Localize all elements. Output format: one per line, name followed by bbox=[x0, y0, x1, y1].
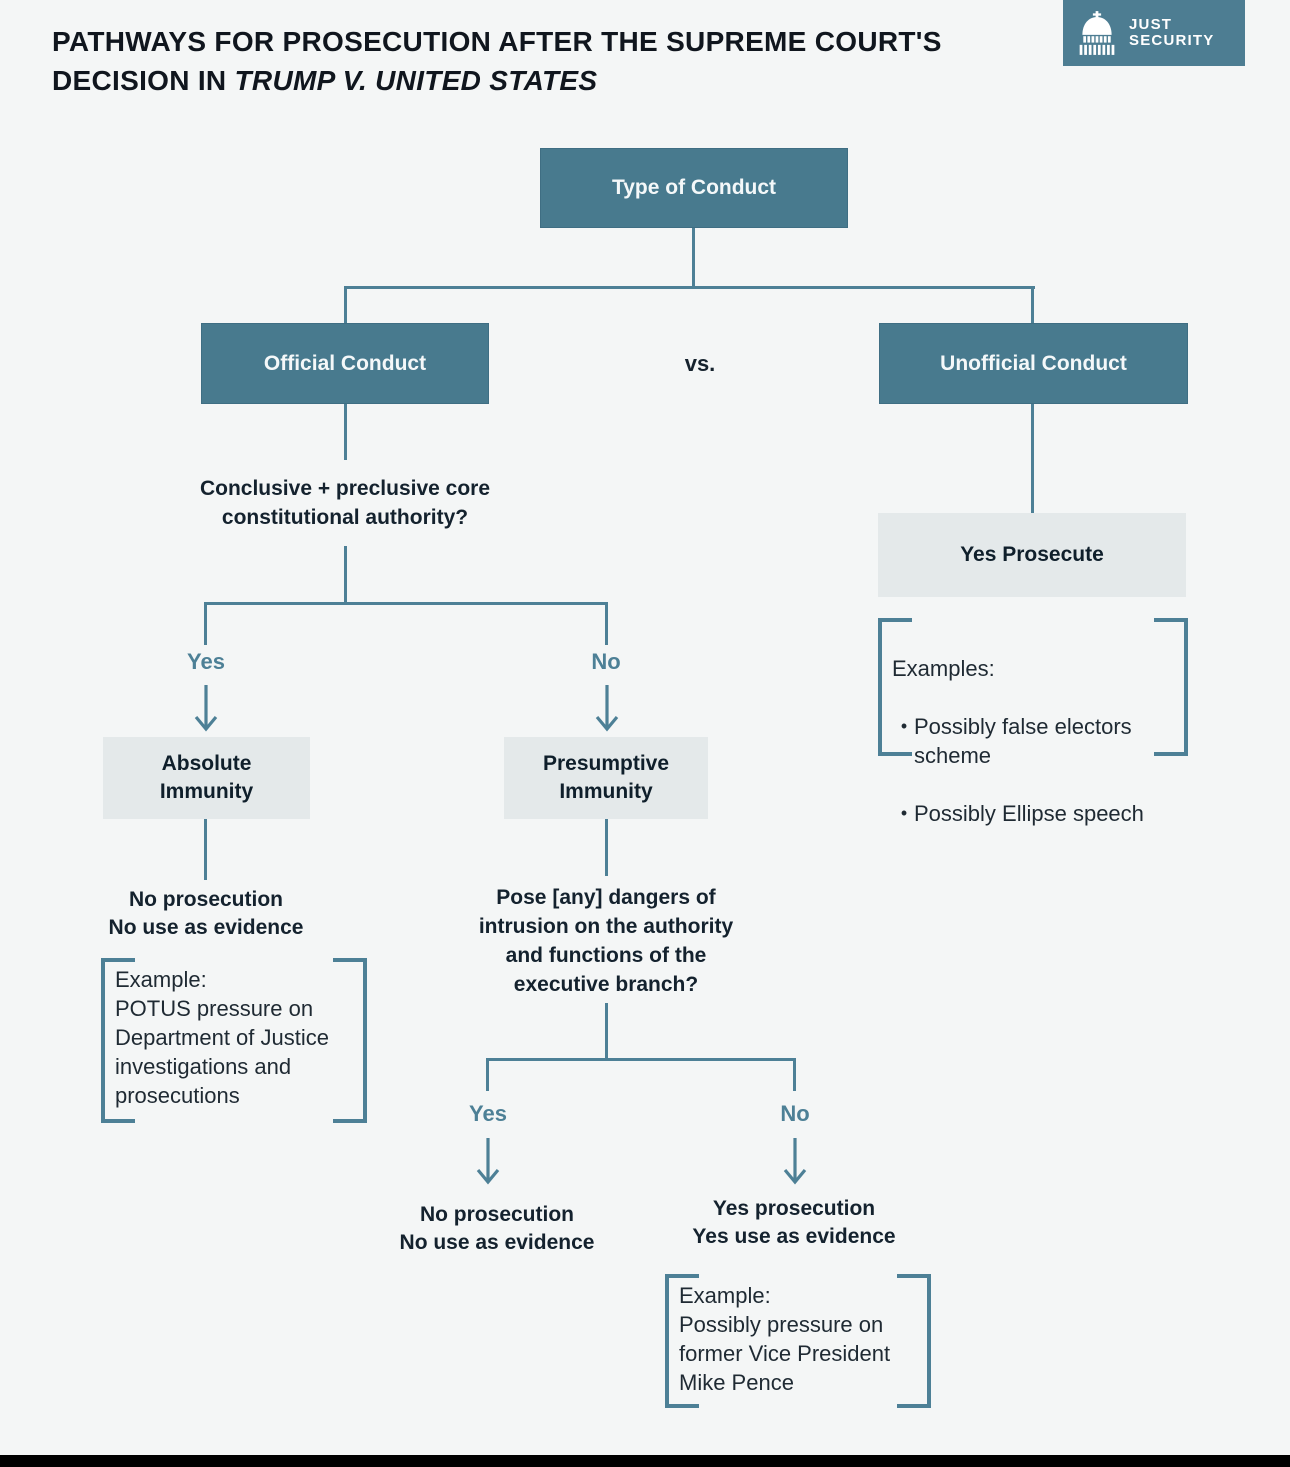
arrow-down-icon bbox=[476, 1138, 500, 1185]
node-presumptive-immunity: Presumptive Immunity bbox=[504, 737, 708, 819]
bottom-black-bar bbox=[0, 1455, 1290, 1467]
bracket-left-cap bbox=[878, 618, 912, 756]
page-title-line1: PATHWAYS FOR PROSECUTION AFTER THE SUPRE… bbox=[52, 26, 942, 57]
bullet-icon: • bbox=[900, 716, 908, 736]
example-item-text: Possibly Ellipse speech bbox=[914, 801, 1144, 826]
bracket-right-cap bbox=[333, 958, 367, 1123]
bracket-right-cap bbox=[1154, 618, 1188, 756]
node-type-of-conduct: Type of Conduct bbox=[540, 148, 848, 228]
arrow-down-icon bbox=[595, 685, 619, 732]
connector-line bbox=[344, 288, 347, 323]
vs-label: vs. bbox=[684, 351, 716, 376]
page-title: PATHWAYS FOR PROSECUTION AFTER THE SUPRE… bbox=[52, 22, 1082, 100]
connector-line bbox=[1031, 288, 1034, 323]
case-name-italic: TRUMP V. UNITED STATES bbox=[234, 65, 598, 96]
outcome-no-prosecution: No prosecution No use as evidence bbox=[399, 1203, 595, 1254]
example-bracket-absolute: Example: POTUS pressure on Department of… bbox=[101, 958, 367, 1123]
example-item: • Possibly false electors scheme bbox=[892, 712, 1178, 770]
connector-line bbox=[204, 602, 608, 605]
node-official-conduct: Official Conduct bbox=[201, 323, 489, 404]
connector-line bbox=[486, 1058, 796, 1061]
logo-wordmark: JUST SECURITY bbox=[1129, 17, 1214, 49]
examples-bracket-unofficial: Examples: • Possibly false electors sche… bbox=[878, 618, 1188, 826]
connector-line bbox=[344, 286, 1035, 289]
connector-line bbox=[1031, 404, 1034, 513]
question-executive-intrusion: Pose [any] dangers of intrusion on the a… bbox=[478, 886, 734, 996]
example-text-pence: Example: Possibly pressure on former Vic… bbox=[679, 1283, 891, 1395]
node-yes-prosecute: Yes Prosecute bbox=[878, 513, 1186, 597]
just-security-logo: JUST SECURITY bbox=[1063, 0, 1245, 66]
connector-line bbox=[605, 1003, 608, 1059]
capitol-icon bbox=[1079, 11, 1115, 55]
connector-line bbox=[605, 819, 608, 876]
question-core-authority: Conclusive + preclusive core constitutio… bbox=[199, 477, 491, 529]
bullet-icon: • bbox=[900, 803, 908, 823]
branch-label-yes: Yes bbox=[187, 649, 225, 674]
examples-heading: Examples: bbox=[892, 656, 995, 681]
arrow-down-icon bbox=[783, 1138, 807, 1185]
connector-line bbox=[692, 228, 695, 287]
bracket-left-cap bbox=[665, 1274, 699, 1408]
connector-line bbox=[344, 546, 347, 603]
example-item-text: Possibly false electors scheme bbox=[914, 714, 1132, 768]
bracket-left-cap bbox=[101, 958, 135, 1123]
connector-line bbox=[344, 404, 347, 460]
example-bracket-pence: Example: Possibly pressure on former Vic… bbox=[665, 1274, 931, 1408]
branch-label-yes: Yes bbox=[469, 1101, 507, 1126]
connector-line bbox=[605, 604, 608, 645]
bracket-right-cap bbox=[897, 1274, 931, 1408]
connector-line bbox=[204, 819, 207, 880]
example-text-absolute: Example: POTUS pressure on Department of… bbox=[115, 967, 329, 1108]
examples-list: Examples: • Possibly false electors sche… bbox=[892, 625, 1178, 857]
connector-line bbox=[486, 1060, 489, 1091]
outcome-yes-prosecution: Yes prosecution Yes use as evidence bbox=[692, 1197, 896, 1248]
arrow-down-icon bbox=[194, 685, 218, 732]
page-title-line2-prefix: DECISION IN bbox=[52, 65, 235, 96]
outcome-absolute-immunity: No prosecution No use as evidence bbox=[108, 888, 304, 939]
example-item: • Possibly Ellipse speech bbox=[892, 799, 1178, 828]
connector-line bbox=[204, 604, 207, 645]
branch-label-no: No bbox=[591, 649, 621, 674]
branch-label-no: No bbox=[780, 1101, 810, 1126]
node-unofficial-conduct: Unofficial Conduct bbox=[879, 323, 1188, 404]
logo-word-just: JUST bbox=[1129, 16, 1173, 33]
connector-line bbox=[793, 1060, 796, 1091]
logo-word-security: SECURITY bbox=[1129, 32, 1215, 49]
node-absolute-immunity: Absolute Immunity bbox=[103, 737, 310, 819]
page-title-line2: DECISION IN TRUMP V. UNITED STATES bbox=[52, 61, 1082, 100]
